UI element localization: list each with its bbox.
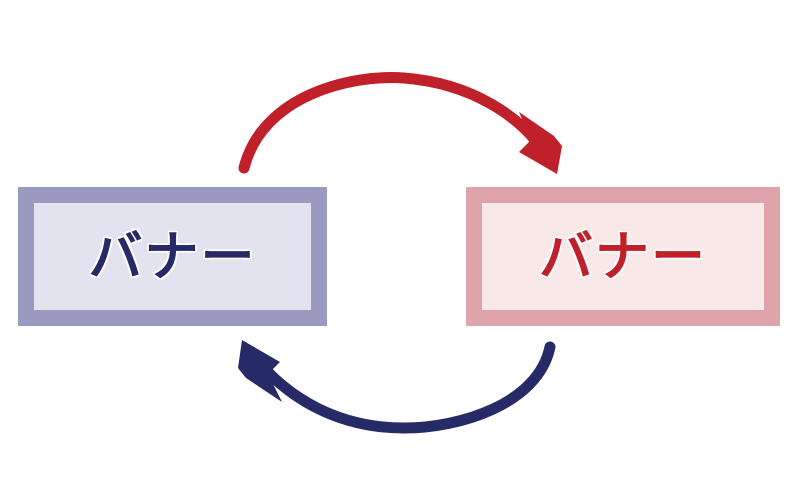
arrow-bottom-navy-head: [238, 340, 282, 402]
banner-right-label: バナー: [539, 226, 707, 287]
arrow-top-red-head: [519, 112, 562, 174]
arrow-bottom-navy-shaft: [246, 341, 556, 434]
arrow-top-red: [238, 72, 562, 174]
banner-box-right[interactable]: バナー: [466, 187, 780, 326]
banner-left-label: バナー: [88, 226, 257, 287]
arrow-top-red-shaft: [238, 72, 555, 174]
banner-left-inner: バナー: [34, 203, 311, 310]
banner-box-left[interactable]: バナー: [18, 187, 327, 326]
banner-right-inner: バナー: [482, 203, 764, 310]
arrow-bottom-navy: [238, 340, 556, 434]
